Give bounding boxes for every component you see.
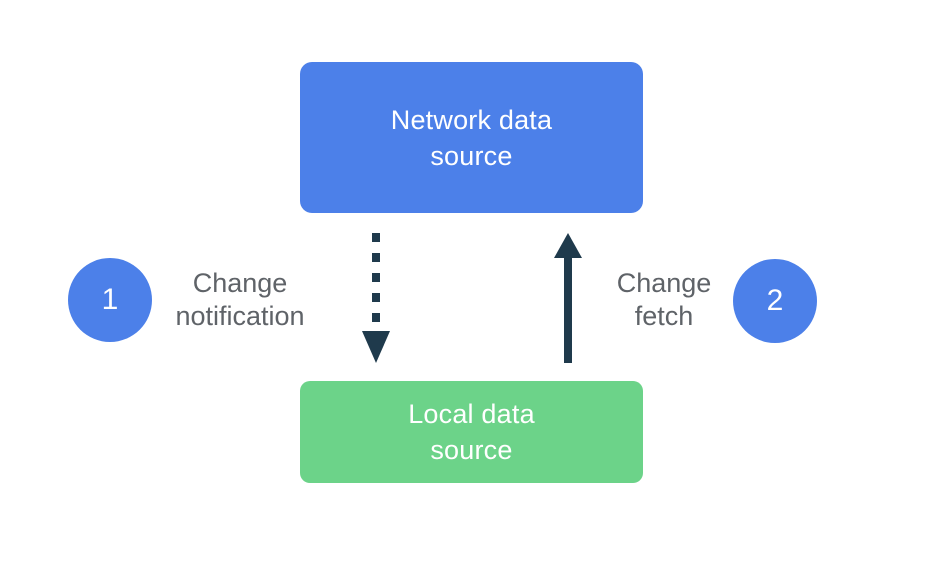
step-2-badge: 2 [733, 259, 817, 343]
network-data-source-box: Network data source [300, 62, 643, 213]
change-notification-arrow [362, 233, 390, 363]
change-fetch-arrowhead-icon [554, 233, 582, 258]
change-notification-label: Change notification [175, 268, 305, 331]
local-data-source-box: Local data source [300, 381, 643, 483]
change-fetch-label: Change fetch [616, 268, 712, 331]
change-notification-arrowhead-icon [362, 331, 390, 363]
step-1-badge: 1 [68, 258, 152, 342]
